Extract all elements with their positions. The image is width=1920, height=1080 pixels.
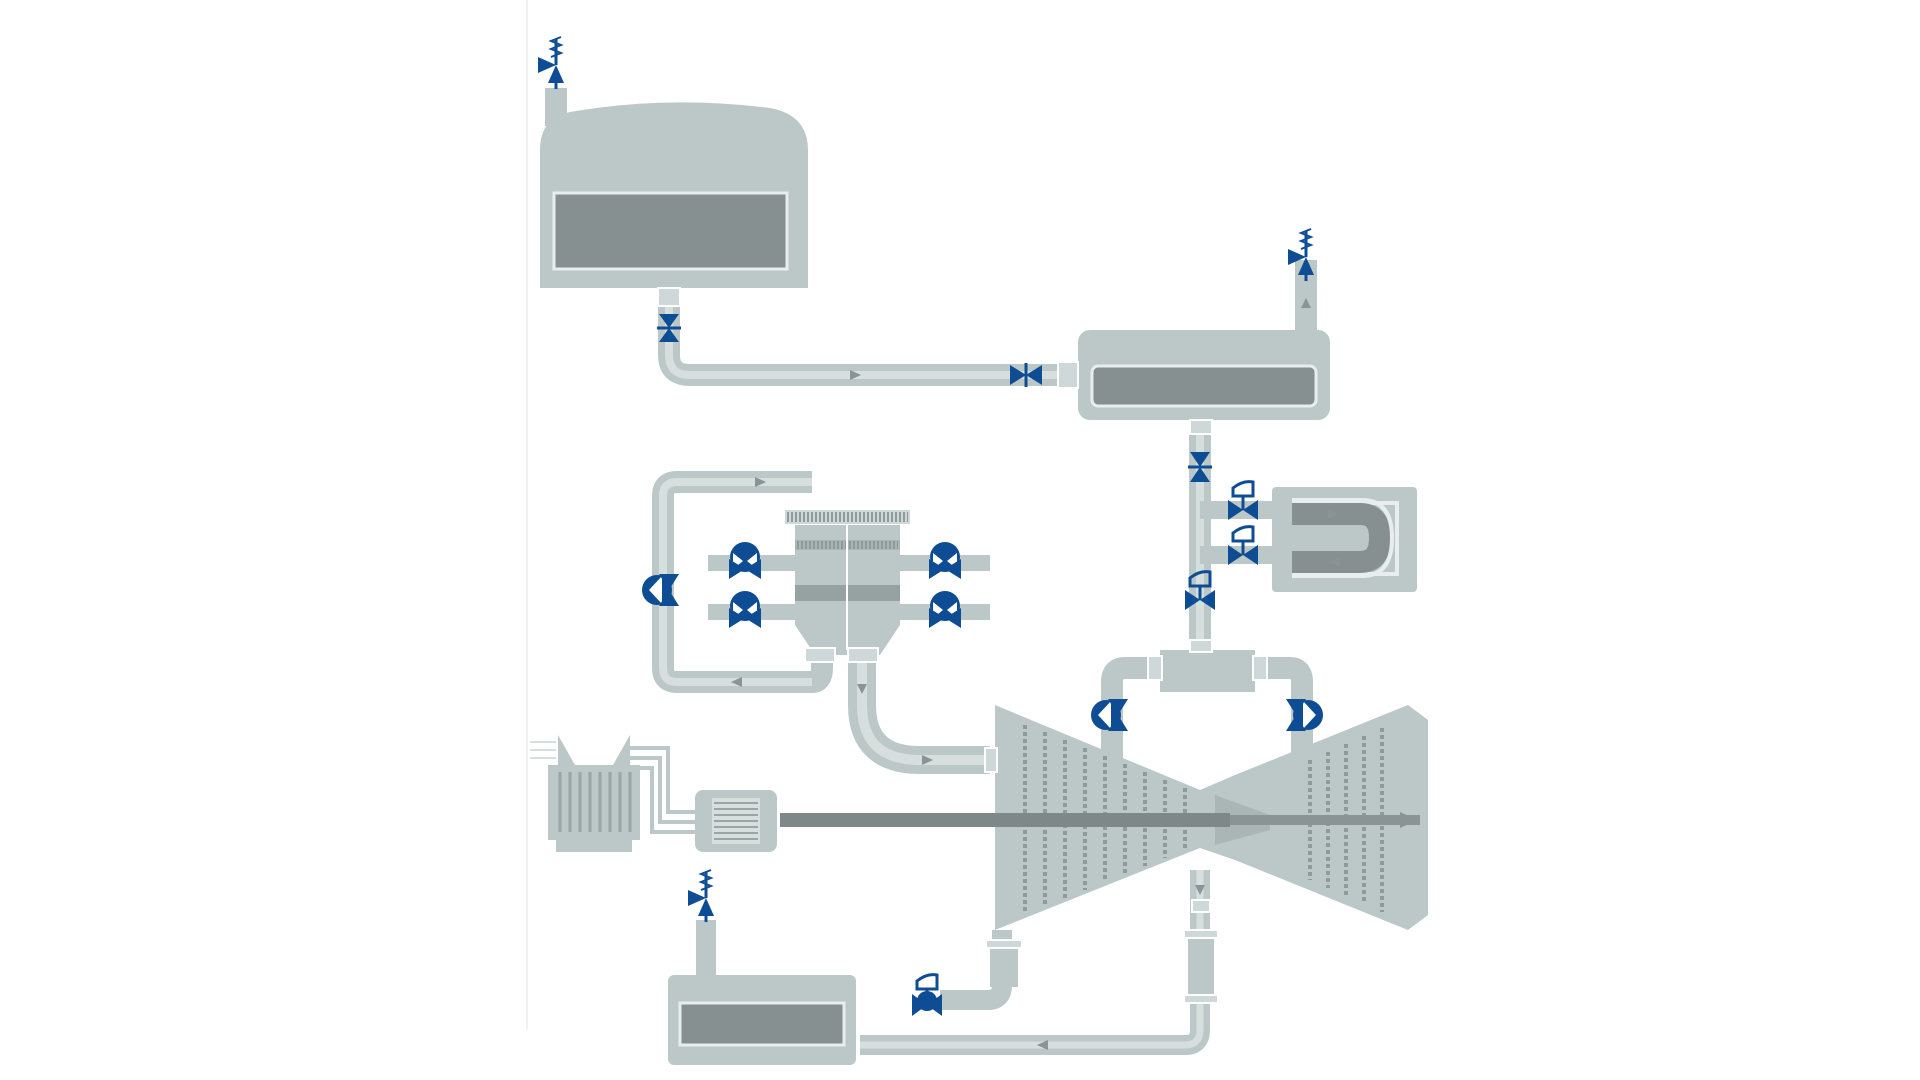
safety-valve-tank xyxy=(538,36,564,89)
steam-turbine xyxy=(984,705,1428,930)
condenser xyxy=(668,975,856,1065)
transformer xyxy=(530,735,640,852)
storage-tank xyxy=(540,102,808,307)
deaerator-outlet-valve xyxy=(1188,452,1212,482)
deaerator-inlet-valve xyxy=(1010,363,1042,387)
turbine-inlet-valve-right xyxy=(1286,699,1323,731)
exchanger-control-valve-upper xyxy=(1228,480,1258,520)
steam-generator xyxy=(785,510,910,663)
turbine-inlet-valve-left xyxy=(1091,699,1128,731)
boiler-valve-1 xyxy=(729,542,761,579)
boiler-valve-2 xyxy=(729,591,761,628)
valves xyxy=(538,36,1323,1016)
condensate-control-valve xyxy=(912,973,942,1016)
flow-arrows xyxy=(731,298,1311,1050)
exchanger-control-valve-lower xyxy=(1228,525,1258,565)
safety-valve-deaerator xyxy=(1288,228,1314,281)
boiler-valve-4 xyxy=(929,591,961,628)
deaerator-vessel xyxy=(1057,330,1330,435)
steam-header xyxy=(1147,639,1268,692)
recirculation-valve xyxy=(642,574,679,606)
tank-outlet-valve xyxy=(657,314,681,342)
safety-valve-condenser xyxy=(688,869,714,922)
bypass-heat-exchanger xyxy=(1272,487,1417,592)
generator xyxy=(695,790,777,852)
drain-traps xyxy=(985,899,1219,1004)
boiler-valve-3 xyxy=(929,542,961,579)
header-control-valve xyxy=(1185,570,1215,610)
